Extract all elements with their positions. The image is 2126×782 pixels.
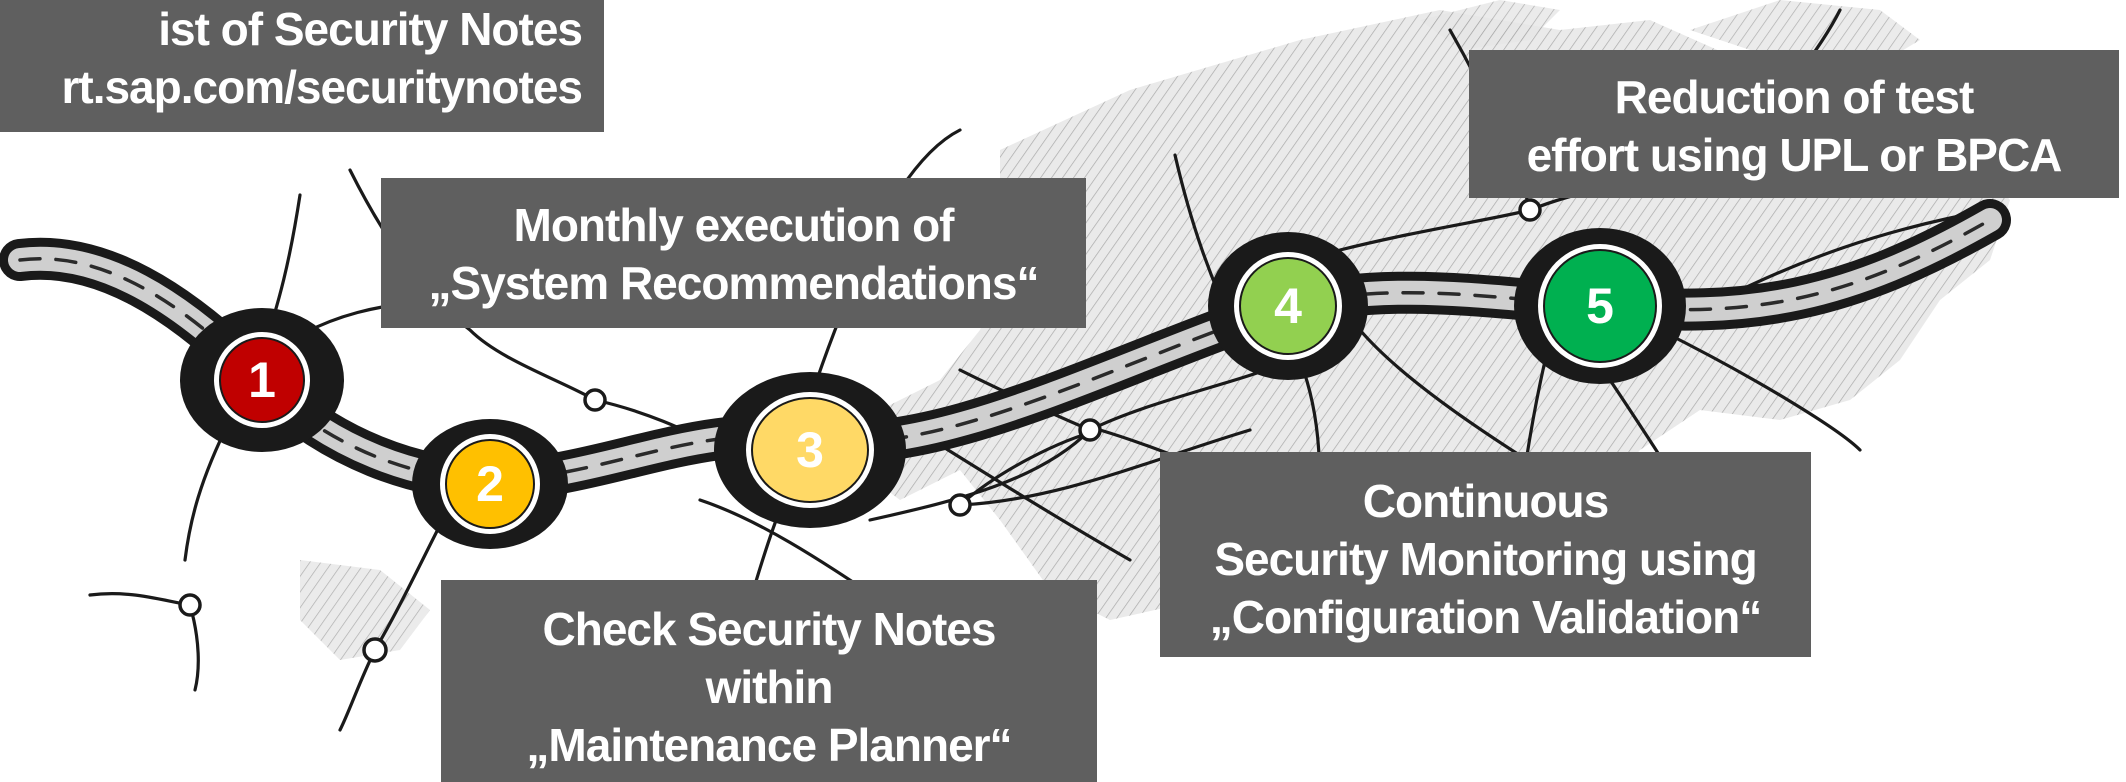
marker-5-fill [1543, 249, 1657, 363]
marker-1-number: 1 [248, 352, 276, 408]
continuous-monitoring-line3: „Configuration Validation“ [1209, 591, 1763, 643]
check-security-notes-line2: within [705, 661, 834, 713]
marker-1: 1 [180, 308, 344, 452]
monthly-execution-line2: „System Recommendations“ [428, 257, 1040, 309]
security-notes-list-line2: rt.sap.com/securitynotes [61, 61, 583, 113]
security-notes-list-line1: ist of Security Notes [158, 3, 583, 55]
marker-4: 4 [1208, 232, 1368, 380]
monthly-execution-callout: Monthly execution of „System Recommendat… [381, 178, 1086, 328]
marker-2-number: 2 [476, 456, 504, 512]
marker-2: 2 [412, 419, 568, 549]
marker-5-number: 5 [1586, 278, 1614, 334]
marker-3-fill [751, 397, 869, 503]
marker-3-number: 3 [796, 422, 824, 478]
marker-4-fill [1239, 257, 1337, 355]
marker-1-fill [219, 337, 305, 423]
check-security-notes-line3: „Maintenance Planner“ [526, 719, 1012, 771]
continuous-monitoring-line1: Continuous [1362, 475, 1610, 527]
reduction-test-effort-line1: Reduction of test [1614, 71, 1975, 123]
continuous-monitoring-line2: Security Monitoring using [1214, 533, 1757, 585]
monthly-execution-line1: Monthly execution of [513, 199, 955, 251]
marker-2-fill [445, 439, 535, 529]
reduction-test-effort-line2: effort using UPL or BPCA [1526, 129, 2063, 181]
check-security-notes-callout: Check Security Notes within „Maintenance… [441, 580, 1097, 782]
marker-3: 3 [714, 372, 906, 528]
continuous-monitoring-callout: Continuous Security Monitoring using „Co… [1160, 452, 1811, 657]
marker-5: 5 [1514, 228, 1686, 384]
check-security-notes-line1: Check Security Notes [542, 603, 997, 655]
reduction-test-effort-callout: Reduction of test effort using UPL or BP… [1469, 50, 2119, 198]
security-notes-list-callout: ist of Security Notes rt.sap.com/securit… [0, 0, 604, 132]
marker-4-number: 4 [1274, 278, 1302, 334]
